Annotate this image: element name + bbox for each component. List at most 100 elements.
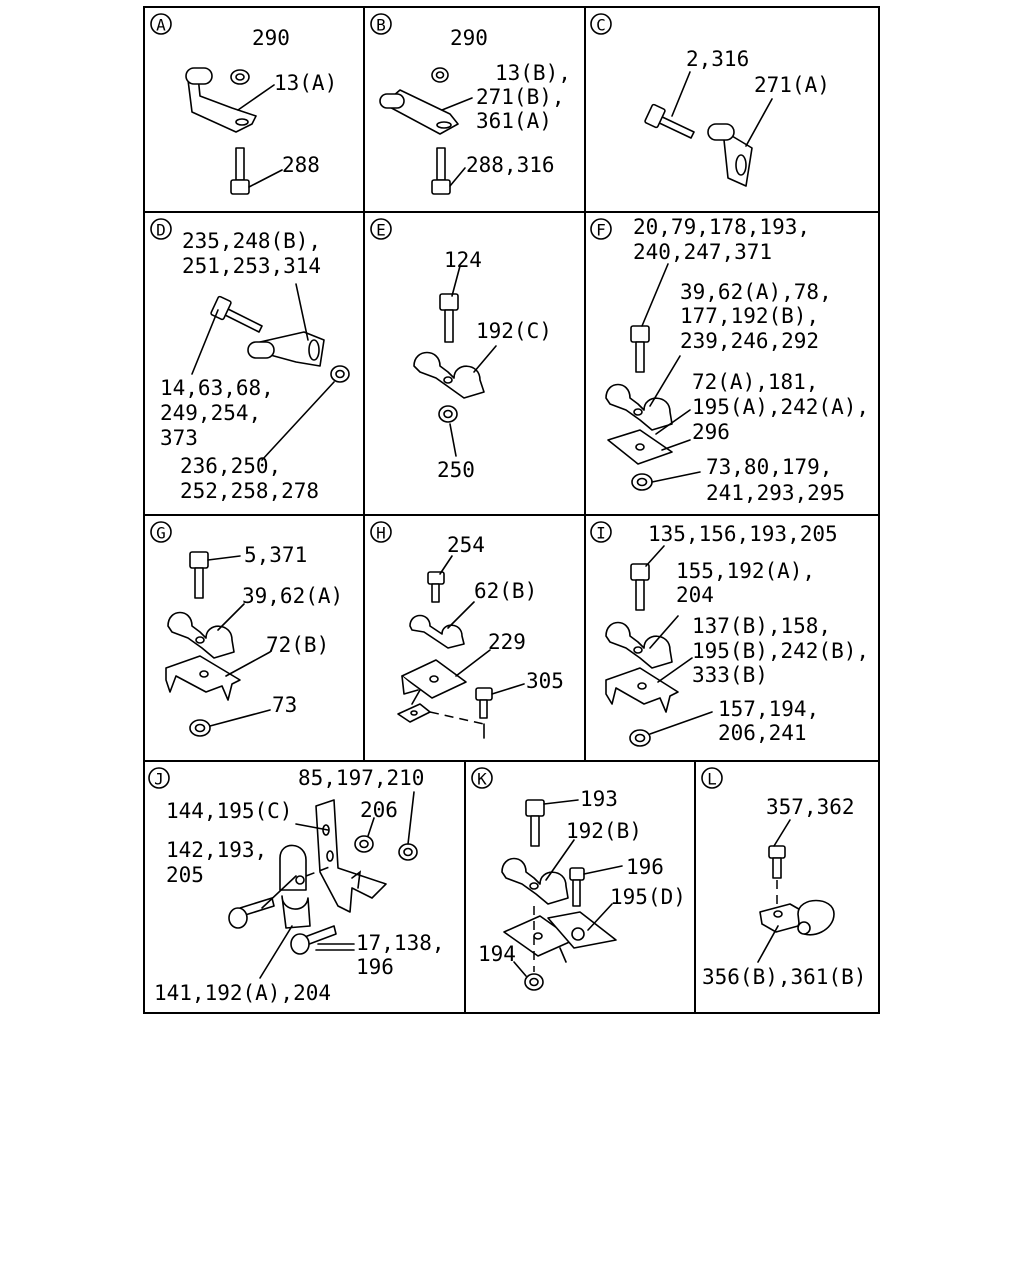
clamp-part-e [413, 351, 485, 399]
callout-e-0: 124 [444, 248, 482, 272]
callout-f-4: 239,246,292 [680, 329, 819, 353]
callout-i-1: 155,192(A), [676, 559, 815, 583]
clamp-part-h [409, 614, 465, 649]
panel-a: A 290 13(A) 288 [150, 13, 337, 195]
bracket-part-a [185, 67, 257, 133]
callout-h-0: 254 [447, 533, 485, 557]
bracket-part-d [247, 331, 325, 367]
bracket-part-c [707, 123, 753, 187]
panel-badge-i: I [590, 521, 612, 543]
nut-part-j-2 [398, 843, 418, 861]
bolt-part-g [189, 551, 209, 599]
callout-i-2: 204 [676, 583, 714, 607]
panel-badge-f: F [590, 218, 612, 240]
bolt-part-h-2 [475, 687, 493, 719]
callout-g-2: 72(B) [266, 633, 329, 657]
panel-badge-e: E [370, 218, 392, 240]
svg-text:K: K [477, 770, 487, 789]
callout-i-4: 195(B),242(B), [692, 639, 869, 663]
panel-badge-g: G [150, 521, 172, 543]
svg-text:D: D [156, 221, 166, 240]
svg-text:B: B [376, 16, 386, 35]
plate-part-f [607, 429, 673, 465]
callout-f-2: 39,62(A),78, [680, 280, 832, 304]
bracket-part-b [379, 89, 459, 135]
callout-j-1: 144,195(C) [166, 799, 292, 823]
panel-b: B 290 13(B), 271(B), 361(A) 288,316 [370, 13, 571, 195]
callout-b-4: 288,316 [466, 153, 555, 177]
bolt-part-j [228, 897, 275, 929]
callout-d-0: 235,248(B), [182, 229, 321, 253]
panel-c: C 2,316 271(A) [590, 13, 830, 187]
callout-f-5: 72(A),181, [692, 370, 818, 394]
callout-d-2: 14,63,68, [160, 376, 274, 400]
svg-text:A: A [156, 16, 166, 35]
callout-g-1: 39,62(A) [242, 584, 343, 608]
clamp-part-l [759, 899, 835, 936]
panel-i: I 135,156,193,205 155,192(A), 204 137(B)… [590, 521, 869, 747]
bolt-part-e [439, 293, 459, 343]
clamp-part-g [167, 611, 235, 659]
callout-f-7: 296 [692, 420, 730, 444]
panel-badge-j: J [148, 767, 170, 789]
callout-a-2: 288 [282, 153, 320, 177]
callout-h-2: 229 [488, 630, 526, 654]
panel-l: L 357,362 356(B),361(B) [701, 767, 866, 989]
grid-frame [143, 6, 880, 1014]
callout-j-4: 205 [166, 863, 204, 887]
callout-b-0: 290 [450, 26, 488, 50]
callout-l-0: 357,362 [766, 795, 855, 819]
bolt-part-k-2 [569, 867, 585, 907]
callout-i-3: 137(B),158, [692, 614, 831, 638]
callout-f-6: 195(A),242(A), [692, 395, 869, 419]
panel-badge-l: L [701, 767, 723, 789]
callout-k-0: 193 [580, 787, 618, 811]
callout-d-1: 251,253,314 [182, 254, 321, 278]
panel-f: F 20,79,178,193, 240,247,371 39,62(A),78… [590, 215, 869, 505]
callout-i-7: 206,241 [718, 721, 807, 745]
callout-j-3: 142,193, [166, 838, 267, 862]
nut-part-d [330, 365, 350, 383]
panel-badge-k: K [471, 767, 493, 789]
panel-badge-h: H [370, 521, 392, 543]
callout-b-3: 361(A) [476, 109, 552, 133]
callout-e-2: 250 [437, 458, 475, 482]
nut-part-k [524, 973, 544, 991]
nut-part-i [629, 729, 651, 747]
clamp-part-k [501, 857, 569, 905]
callout-k-1: 192(B) [566, 819, 642, 843]
nut-part-e [438, 405, 458, 423]
callout-d-3: 249,254, [160, 401, 261, 425]
panel-d: D 235,248(B), 251,253,314 14,63,68, 249,… [150, 218, 350, 503]
panel-outline-h [397, 689, 485, 739]
bolt-part-f [630, 325, 650, 373]
nut-part-g [189, 719, 211, 737]
callout-h-1: 62(B) [474, 579, 537, 603]
callout-j-0: 85,197,210 [298, 766, 424, 790]
bolt-part-h [427, 571, 445, 603]
panel-badge-b: B [370, 13, 392, 35]
callout-j-6: 196 [356, 955, 394, 979]
bolt-part-k [525, 799, 545, 847]
callout-k-3: 195(D) [610, 885, 686, 909]
svg-text:G: G [156, 524, 166, 543]
panel-j: J [148, 766, 445, 1005]
callout-g-0: 5,371 [244, 543, 307, 567]
callout-g-3: 73 [272, 693, 297, 717]
callout-a-1: 13(A) [274, 71, 337, 95]
nut-part-a [230, 69, 250, 85]
nut-part-f [631, 473, 653, 491]
callout-b-1: 13(B), [495, 61, 571, 85]
svg-text:H: H [376, 524, 386, 543]
bolt-part-j-2 [290, 925, 337, 955]
callout-e-1: 192(C) [476, 319, 552, 343]
svg-text:I: I [596, 524, 606, 543]
callout-j-2: 206 [360, 798, 398, 822]
svg-text:E: E [376, 221, 386, 240]
callout-d-6: 252,258,278 [180, 479, 319, 503]
callout-d-4: 373 [160, 426, 198, 450]
callout-j-7: 141,192(A),204 [154, 981, 331, 1005]
callout-f-8: 73,80,179, [706, 455, 832, 479]
callout-i-5: 333(B) [692, 663, 768, 687]
